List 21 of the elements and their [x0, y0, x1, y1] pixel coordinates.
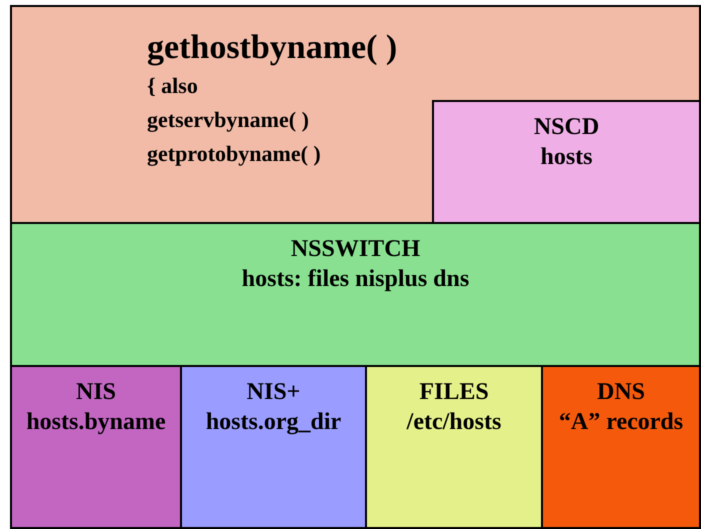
heading: gethostbyname( ) — [147, 28, 398, 68]
heading: DNS — [596, 378, 646, 407]
detail-text: /etc/hosts — [406, 408, 502, 437]
heading: NIS+ — [246, 378, 302, 407]
detail-text: hosts.byname — [25, 408, 167, 437]
heading: FILES — [418, 378, 490, 407]
source-box — [180, 365, 367, 529]
detail-text: “A” records — [558, 408, 684, 437]
detail-text: { also getservbyname( ) getprotobyname( ) — [147, 72, 322, 168]
source-box — [365, 365, 543, 529]
cache-box — [432, 100, 701, 224]
source-box — [10, 365, 182, 529]
detail-text: hosts: files nisplus dns — [240, 265, 470, 294]
switch-layer-box — [10, 222, 701, 367]
detail-text: hosts.org_dir — [204, 408, 342, 437]
heading: NIS — [74, 378, 118, 407]
source-box — [541, 365, 701, 529]
detail-text: hosts — [539, 143, 594, 172]
heading: NSSWITCH — [290, 235, 422, 264]
heading: NSCD — [532, 113, 600, 142]
api-layer-box — [10, 5, 701, 224]
